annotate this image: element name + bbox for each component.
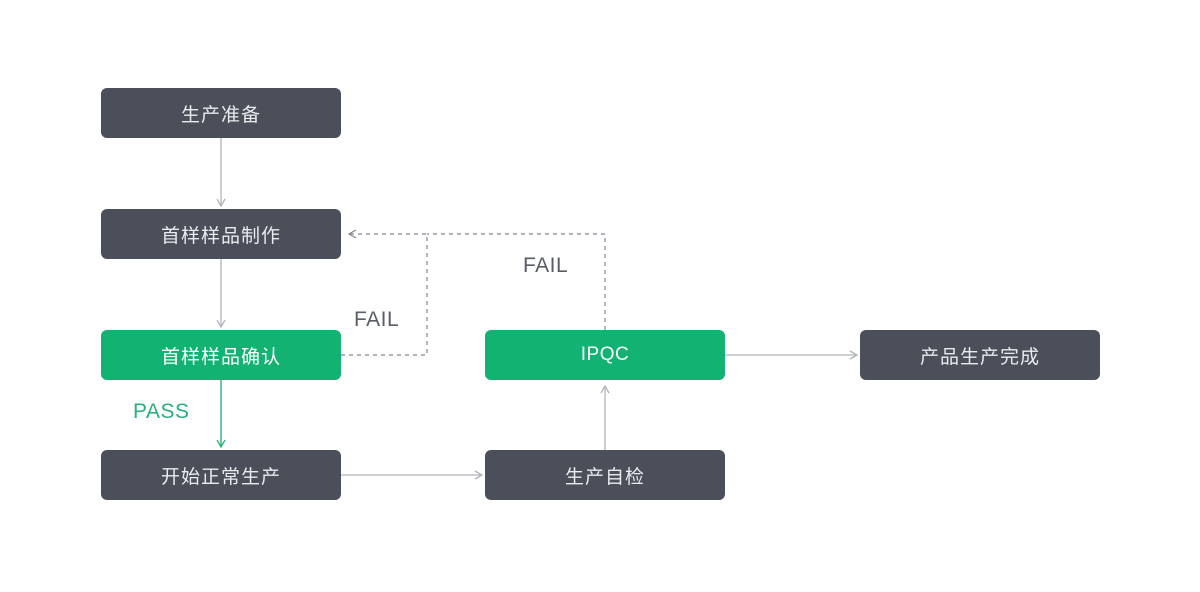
node-first-sample-confirmation[interactable]: 首样样品确认: [101, 330, 341, 380]
node-label: 首样样品制作: [160, 225, 281, 247]
node-start-normal-production[interactable]: 开始正常生产: [101, 450, 341, 500]
node-product-production-complete[interactable]: 产品生产完成: [860, 330, 1100, 380]
edge-confirm-fail-to-sample: [341, 229, 428, 356]
node-label: 产品生产完成: [919, 346, 1040, 368]
node-label: IPQC: [580, 344, 630, 365]
edge-label-fail-ipqc: FAIL: [523, 254, 569, 277]
node-label: 生产准备: [180, 104, 261, 126]
node-production-self-check[interactable]: 生产自检: [485, 450, 725, 500]
node-production-preparation[interactable]: 生产准备: [101, 88, 341, 138]
edge-ipqc-fail-to-sample: [427, 233, 606, 330]
node-label: 生产自检: [564, 466, 645, 488]
edge-label-pass: PASS: [133, 400, 190, 423]
node-ipqc[interactable]: IPQC: [485, 330, 725, 380]
node-label: 开始正常生产: [160, 466, 281, 488]
node-first-sample-making[interactable]: 首样样品制作: [101, 209, 341, 259]
node-label: 首样样品确认: [160, 346, 281, 368]
edge-label-fail-confirm: FAIL: [354, 308, 400, 331]
